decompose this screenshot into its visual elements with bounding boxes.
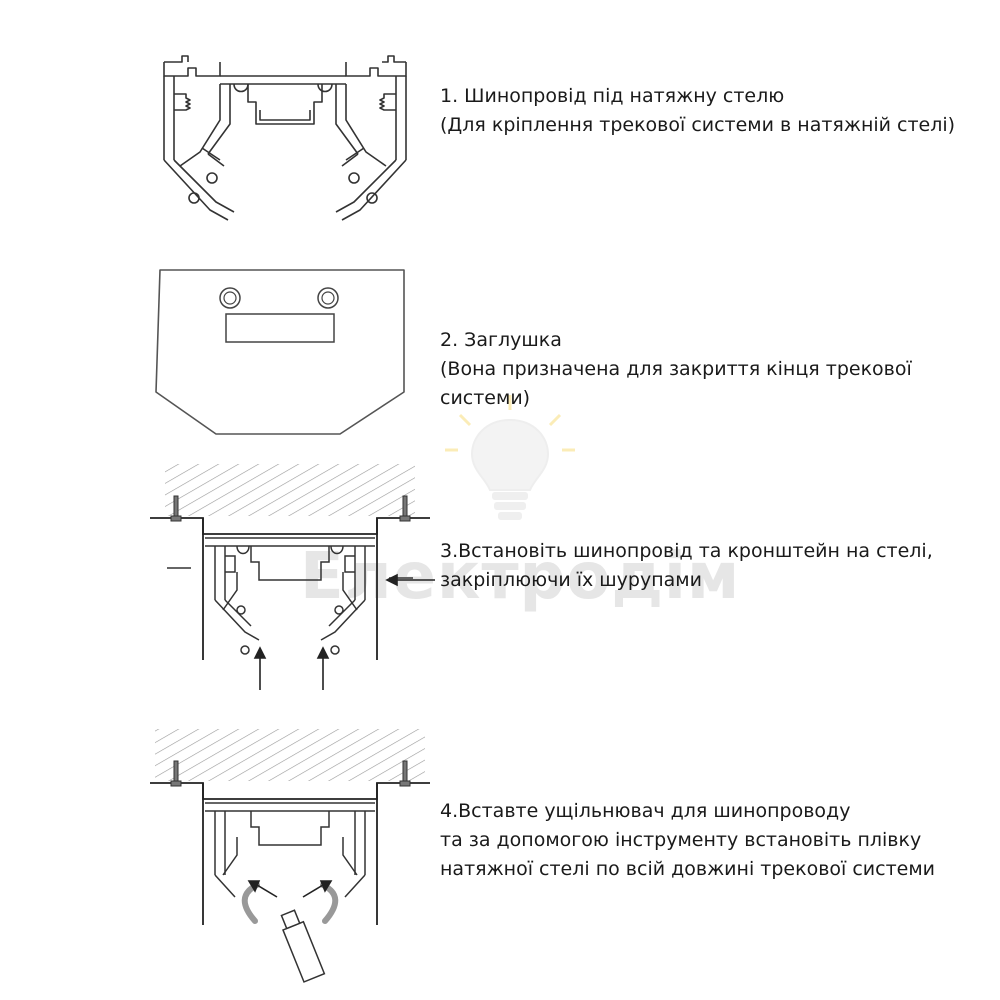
end-cap-figure bbox=[155, 269, 405, 435]
step-4-line1: 4.Вставте ущільнювач для шинопроводу bbox=[440, 800, 851, 822]
busbar-profile-figure bbox=[163, 55, 407, 221]
step-3-line1: 3.Встановіть шинопровід та кронштейн на … bbox=[440, 540, 933, 562]
step-4-line2: та за допомогою інструменту встановіть п… bbox=[440, 829, 922, 851]
step-4-line3: натяжної стелі по всій довжині трекової … bbox=[440, 858, 936, 880]
watermark-text: Електродім bbox=[300, 540, 741, 614]
step-3-caption: 3.Встановіть шинопровід та кронштейн на … bbox=[440, 537, 933, 595]
step-2-title: 2. Заглушка bbox=[440, 329, 562, 351]
step-4-caption: 4.Вставте ущільнювач для шинопроводу та … bbox=[440, 797, 935, 884]
lightbulb-watermark-icon bbox=[445, 395, 575, 520]
installation-figure bbox=[150, 464, 435, 690]
step-3-line2: закріплюючи їх шурупами bbox=[440, 569, 702, 591]
sealant-insertion-figure bbox=[150, 729, 430, 983]
step-1-note: (Для кріплення трекової системи в натяжн… bbox=[440, 114, 956, 136]
step-1-title: 1. Шинопровід під натяжну стелю bbox=[440, 85, 785, 107]
step-1-caption: 1. Шинопровід під натяжну стелю (Для крі… bbox=[440, 82, 955, 140]
step-2-line3: системи) bbox=[440, 387, 531, 409]
step-2-caption: 2. Заглушка (Вона призначена для закритт… bbox=[440, 326, 912, 413]
step-2-line2: (Вона призначена для закриття кінця трек… bbox=[440, 358, 912, 380]
